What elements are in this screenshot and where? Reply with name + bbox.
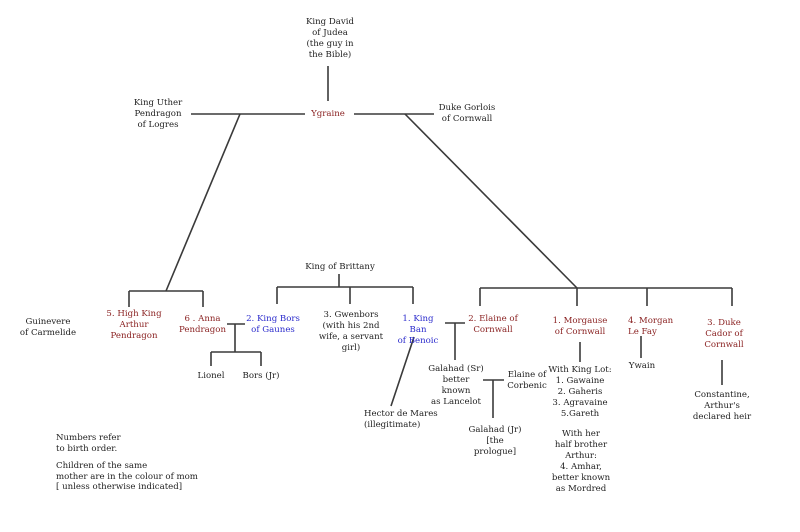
node-lionel: Lionel bbox=[197, 371, 225, 381]
node-morgause-children-lot: With King Lot: 1. Gawaine 2. Gaheris 3. … bbox=[548, 365, 612, 419]
node-constantine: Constantine, Arthur's declared heir bbox=[692, 390, 752, 422]
node-arthur: 5. High King Arthur Pendragon bbox=[106, 309, 162, 341]
node-morgause: 1. Morgause of Cornwall bbox=[552, 316, 608, 337]
node-elaine-cornwall: 2. Elaine of Cornwall bbox=[468, 314, 518, 335]
node-elaine-corbenic: Elaine of Corbenic bbox=[507, 370, 547, 391]
node-galahad-jr: Galahad (Jr) [the prologue] bbox=[468, 425, 522, 457]
node-bors-jr: Bors (Jr) bbox=[242, 371, 280, 381]
node-king-uther: King Uther Pendragon of Logres bbox=[133, 98, 183, 130]
node-galahad-sr: Galahad (Sr) better known as Lancelot bbox=[428, 364, 484, 407]
node-gwenbors: 3. Gwenbors (with his 2nd wife, a servan… bbox=[318, 310, 384, 353]
node-ywain: Ywain bbox=[628, 361, 656, 371]
line-ban-hector bbox=[390, 336, 415, 407]
line-gorlois-children-descent bbox=[404, 113, 578, 289]
node-guinevere: Guinevere of Carmelide bbox=[19, 317, 77, 338]
node-duke-cador: 3. Duke Cador of Cornwall bbox=[704, 318, 744, 350]
node-duke-gorlois: Duke Gorlois of Cornwall bbox=[438, 103, 496, 124]
line-uther-children-descent bbox=[165, 113, 241, 292]
node-morgause-children-arthur: With her half brother Arthur: 4. Amhar, … bbox=[551, 429, 611, 494]
node-ygraine: Ygraine bbox=[311, 109, 345, 119]
note-colour-key: Children of the same mother are in the c… bbox=[56, 461, 198, 492]
node-king-bors: 2. King Bors of Gaunes bbox=[246, 314, 300, 335]
node-hector-de-mares: Hector de Mares (illegitimate) bbox=[364, 409, 438, 430]
node-king-of-brittany: King of Brittany bbox=[305, 262, 375, 272]
node-king-ban: 1. King Ban of Benoic bbox=[397, 314, 439, 346]
node-king-david: King David of Judea (the guy in the Bibl… bbox=[305, 17, 355, 60]
node-morgan-le-fay: 4. Morgan Le Fay bbox=[628, 316, 674, 337]
node-anna: 6 . Anna Pendragon bbox=[179, 314, 226, 335]
note-birth-order: Numbers refer to birth order. bbox=[56, 433, 121, 454]
